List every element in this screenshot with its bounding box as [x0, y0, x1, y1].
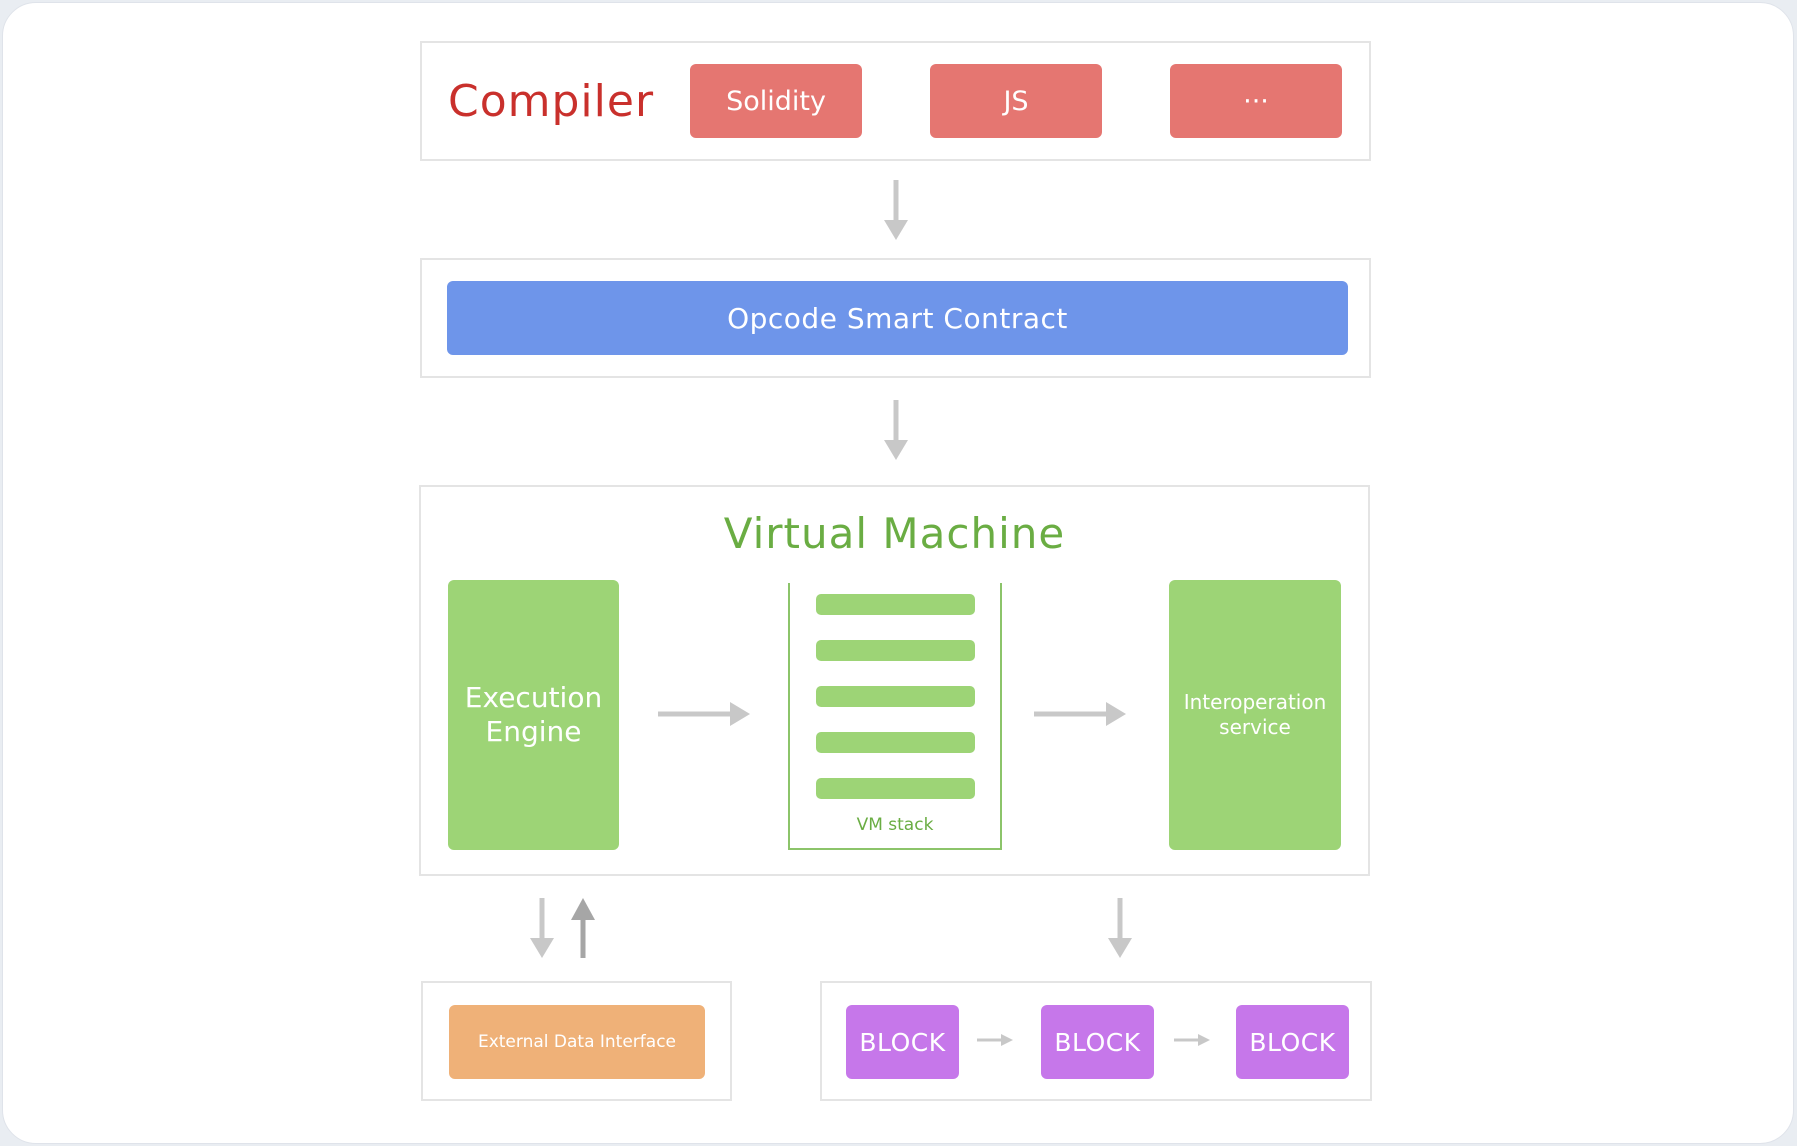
- language-js: JS: [930, 64, 1102, 138]
- language-more: ···: [1170, 64, 1342, 138]
- vm-stack-slot: [816, 778, 975, 799]
- opcode-panel: Opcode Smart Contract: [420, 258, 1371, 378]
- arrow-right-icon: [658, 702, 750, 726]
- arrow-down-icon: [884, 180, 908, 240]
- arrow-down-icon: [1108, 898, 1132, 958]
- compiler-panel: Compiler Solidity JS ···: [420, 41, 1371, 161]
- arrow-right-icon: [977, 1034, 1013, 1046]
- arrow-down-icon: [884, 400, 908, 460]
- interoperation-service: Interoperation service: [1169, 580, 1341, 850]
- language-solidity: Solidity: [690, 64, 862, 138]
- arrow-down-icon: [530, 898, 554, 958]
- external-data-interface: External Data Interface: [449, 1005, 705, 1079]
- external-data-panel: External Data Interface: [421, 981, 732, 1101]
- vm-stack-slot: [816, 594, 975, 615]
- block-2: BLOCK: [1041, 1005, 1154, 1079]
- opcode-smart-contract: Opcode Smart Contract: [447, 281, 1348, 355]
- blockchain-panel: BLOCK BLOCK BLOCK: [820, 981, 1372, 1101]
- arrow-right-icon: [1034, 702, 1126, 726]
- vm-stack-slot: [816, 640, 975, 661]
- arrow-right-icon: [1174, 1034, 1210, 1046]
- virtual-machine-title: Virtual Machine: [723, 509, 1066, 558]
- block-3: BLOCK: [1236, 1005, 1349, 1079]
- vm-stack: VM stack: [788, 583, 1002, 850]
- execution-engine: Execution Engine: [448, 580, 619, 850]
- vm-stack-slot: [816, 732, 975, 753]
- virtual-machine-panel: Virtual Machine Execution Engine VM stac…: [419, 485, 1370, 876]
- arrow-up-icon: [571, 898, 595, 958]
- vm-stack-slot: [816, 686, 975, 707]
- block-1: BLOCK: [846, 1005, 959, 1079]
- compiler-title: Compiler: [448, 76, 655, 127]
- vm-stack-label: VM stack: [856, 815, 934, 835]
